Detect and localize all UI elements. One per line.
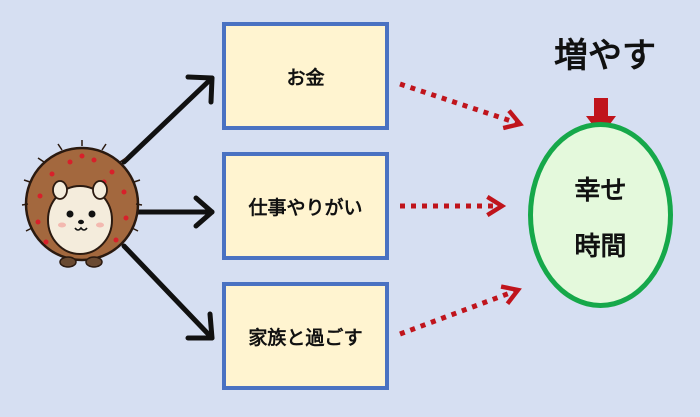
money-label: お金	[286, 66, 325, 89]
goal-label-time: 時間	[574, 232, 627, 262]
arrow-to-family	[121, 243, 215, 341]
arrow-to-work	[135, 195, 215, 229]
dotted-arrow-family-to-goal	[399, 284, 522, 337]
work-fulfillment-label: 仕事やりがい	[248, 196, 363, 219]
arrow-to-money	[121, 74, 215, 165]
dotted-arrow-money-to-goal	[399, 81, 524, 131]
increase-label: 増やす	[554, 36, 656, 76]
goal-label-happiness: 幸せ	[574, 176, 627, 206]
family-time-box: 家族と過ごす	[222, 282, 389, 390]
work-fulfillment-box: 仕事やりがい	[222, 152, 389, 260]
goal-ellipse	[528, 122, 673, 308]
money-box: お金	[222, 22, 389, 130]
hedgehog-illustration	[21, 140, 143, 268]
family-time-label: 家族と過ごす	[248, 326, 363, 349]
